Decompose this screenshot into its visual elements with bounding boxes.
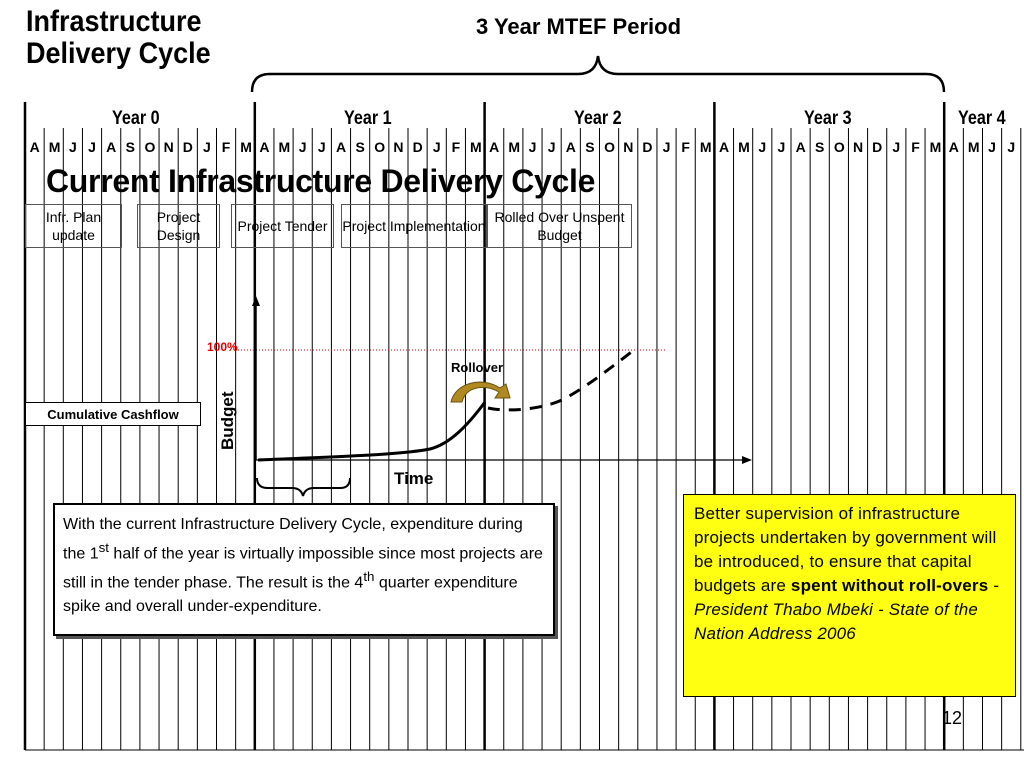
month-label: M <box>240 139 252 155</box>
quote-dash: - <box>988 576 1000 595</box>
month-label: F <box>221 139 231 155</box>
month-label: J <box>298 139 307 155</box>
month-label: J <box>758 139 767 155</box>
year-label: Year 3 <box>804 108 852 129</box>
rollover-curve <box>487 348 635 412</box>
month-label: O <box>604 139 615 155</box>
month-label: J <box>528 139 537 155</box>
budget-axis-arrow <box>252 296 260 306</box>
quote-text: Better supervision of infrastructure pro… <box>694 504 997 595</box>
month-label: J <box>1007 139 1016 155</box>
month-label: N <box>623 139 634 155</box>
month-label: F <box>681 139 690 155</box>
month-label: F <box>911 139 920 155</box>
phase-project-tender: Project Tender <box>231 204 334 248</box>
month-label: A <box>259 139 270 155</box>
tender-phase-note: With the current Infrastructure Delivery… <box>53 503 555 636</box>
title-line-1: Infrastructure <box>26 5 202 38</box>
tender-brace <box>256 477 351 497</box>
time-axis-arrow <box>742 456 752 464</box>
cashflow-curve <box>257 401 487 462</box>
page-title: Infrastructure Delivery Cycle <box>26 6 211 70</box>
note-text-1: With the current Infrastructure Delivery… <box>63 516 523 563</box>
month-label: N <box>853 139 864 155</box>
month-label: S <box>815 139 825 155</box>
note-sup-2: th <box>363 569 375 585</box>
month-label: A <box>106 139 117 155</box>
month-label: N <box>163 139 174 155</box>
month-label: J <box>777 139 786 155</box>
quote-bold: spent without roll-overs <box>790 576 989 595</box>
month-label: A <box>948 139 959 155</box>
mtef-brace <box>250 55 946 93</box>
month-label: A <box>718 139 730 155</box>
month-label: A <box>335 139 347 155</box>
month-label: O <box>144 139 156 155</box>
month-label: J <box>892 139 901 155</box>
month-label: J <box>317 139 326 155</box>
hundred-percent-label: 100% <box>207 340 238 354</box>
month-label: D <box>872 139 883 155</box>
month-label: S <box>585 139 595 155</box>
note-text-3: quarter expenditure spike and overall un… <box>63 574 518 615</box>
month-label: M <box>470 139 482 155</box>
month-label: A <box>489 139 500 155</box>
month-label: O <box>833 139 845 155</box>
year-label: Year 0 <box>112 108 160 129</box>
month-label: J <box>88 139 96 155</box>
phase-rolled-over-budget: Rolled Over Unspent Budget <box>487 204 632 248</box>
budget-axis-label: Budget <box>218 391 237 450</box>
year-label: Year 2 <box>574 108 622 129</box>
rollover-arrow-icon <box>450 381 511 403</box>
month-label: M <box>508 139 520 155</box>
month-label: M <box>278 139 291 155</box>
mtef-period-label: 3 Year MTEF Period <box>476 14 682 39</box>
title-line-2: Delivery Cycle <box>26 37 211 70</box>
month-label: M <box>48 139 61 155</box>
phase-project-implementation: Project Implementation <box>341 204 487 248</box>
month-label: M <box>738 139 750 155</box>
phase-project-design: Project Design <box>137 204 220 248</box>
month-label: J <box>432 139 441 155</box>
month-label: D <box>412 139 423 155</box>
month-label: M <box>929 139 942 155</box>
president-quote-box: Better supervision of infrastructure pro… <box>683 494 1016 697</box>
note-text-2: half of the year is virtually impossible… <box>63 545 543 592</box>
month-label: M <box>699 139 712 155</box>
year-label: Year 1 <box>344 108 392 129</box>
page-number: 12 <box>942 708 963 728</box>
year-label: Year 4 <box>958 108 1006 129</box>
month-label: F <box>451 139 461 155</box>
phase-infr-plan: Infr. Plan update <box>25 204 122 248</box>
month-label: J <box>68 139 77 155</box>
month-label: A <box>29 139 40 155</box>
cumulative-cashflow-label: Cumulative Cashflow <box>25 402 201 426</box>
month-label: S <box>125 139 135 155</box>
month-label: N <box>393 139 404 155</box>
month-label: D <box>182 139 193 155</box>
rollover-label: Rollover <box>451 360 504 375</box>
quote-attribution: President Thabo Mbeki - State of the Nat… <box>694 600 979 643</box>
current-cycle-title: Current Infrastructure Delivery Cycle <box>46 163 596 199</box>
month-label: D <box>642 139 653 155</box>
month-label: J <box>662 139 671 155</box>
month-label: M <box>967 139 980 155</box>
time-axis-label: Time <box>394 469 434 488</box>
note-sup-1: st <box>98 540 109 555</box>
month-label: O <box>374 139 386 155</box>
month-label: J <box>203 139 211 155</box>
month-label: J <box>988 139 996 155</box>
month-label: A <box>795 139 806 155</box>
month-label: A <box>565 139 576 155</box>
month-label: J <box>547 139 556 155</box>
month-label: S <box>355 139 365 155</box>
